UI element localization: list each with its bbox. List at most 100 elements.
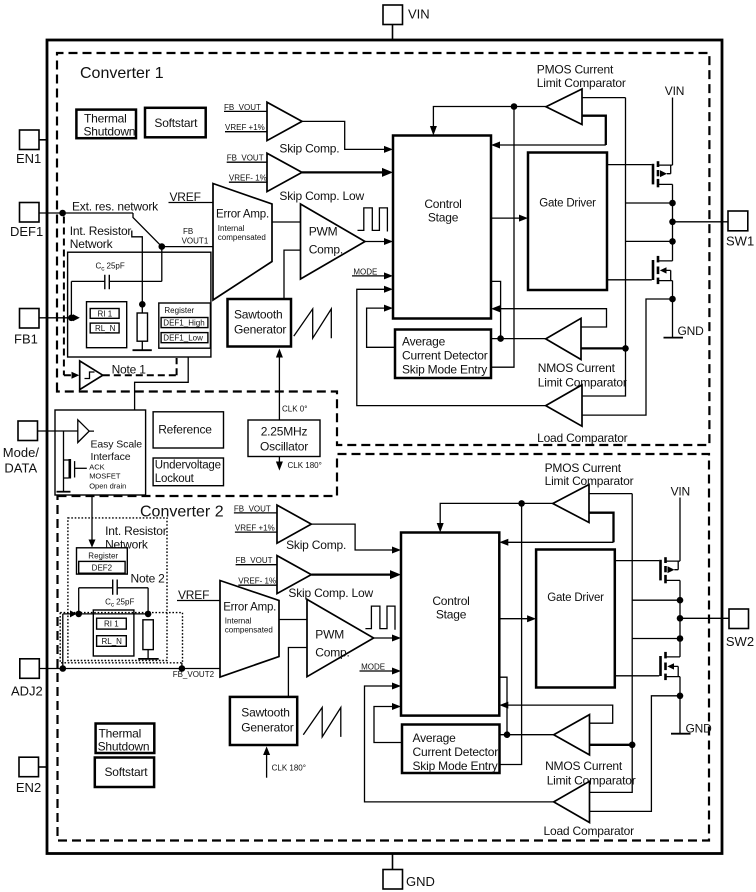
- svg-text:Reference: Reference: [158, 423, 212, 437]
- svg-text:VREF: VREF: [170, 190, 201, 204]
- svg-text:VREF- 1%: VREF- 1%: [229, 174, 267, 183]
- svg-text:Open drain: Open drain: [89, 482, 126, 491]
- svg-text:DEF1: DEF1: [10, 224, 43, 239]
- svg-text:Limit Comparator: Limit Comparator: [545, 474, 634, 488]
- svg-text:Gate Driver: Gate Driver: [539, 198, 596, 210]
- svg-text:Sawtooth: Sawtooth: [234, 307, 282, 321]
- svg-text:Limit Comparator: Limit Comparator: [538, 375, 627, 389]
- svg-text:Note 1: Note 1: [112, 363, 147, 377]
- svg-text:Sawtooth: Sawtooth: [241, 705, 289, 719]
- svg-text:Limit Comparator: Limit Comparator: [547, 773, 636, 787]
- svg-text:Control: Control: [432, 594, 469, 608]
- svg-text:Register: Register: [164, 306, 194, 315]
- svg-text:Skip Comp. Low: Skip Comp. Low: [288, 586, 373, 600]
- svg-text:PMOS Current: PMOS Current: [537, 63, 614, 77]
- svg-text:FB_VOUT: FB_VOUT: [236, 556, 273, 565]
- svg-text:Interface: Interface: [91, 451, 131, 463]
- svg-text:CLK 180°: CLK 180°: [288, 461, 322, 470]
- svg-text:Ext. res. network: Ext. res. network: [72, 200, 159, 214]
- svg-text:compensated: compensated: [218, 233, 266, 242]
- svg-text:Limit Comparator: Limit Comparator: [537, 76, 626, 90]
- svg-text:25pF: 25pF: [116, 597, 134, 606]
- svg-text:Softstart: Softstart: [154, 116, 198, 130]
- svg-text:DEF2: DEF2: [92, 564, 113, 573]
- svg-text:FB: FB: [183, 227, 193, 236]
- svg-text:Skip Comp.: Skip Comp.: [279, 142, 339, 156]
- svg-text:FB_VOUT2: FB_VOUT2: [173, 670, 215, 679]
- svg-text:GND: GND: [406, 874, 435, 889]
- svg-text:Stage: Stage: [436, 608, 467, 622]
- svg-text:ACK: ACK: [89, 462, 104, 471]
- svg-text:Lockout: Lockout: [155, 473, 195, 485]
- svg-text:EN2: EN2: [16, 780, 41, 795]
- svg-text:RI 1: RI 1: [98, 309, 113, 318]
- svg-text:RL_N: RL_N: [95, 324, 116, 333]
- svg-text:C: C: [105, 597, 111, 606]
- svg-text:2.25MHz: 2.25MHz: [261, 425, 308, 439]
- svg-text:Undervoltage: Undervoltage: [155, 460, 221, 472]
- svg-text:RI 1: RI 1: [104, 620, 119, 629]
- svg-text:FB_VOUT: FB_VOUT: [227, 154, 264, 163]
- svg-text:GND: GND: [686, 722, 713, 736]
- svg-text:GND: GND: [678, 324, 705, 338]
- svg-text:Control: Control: [424, 197, 461, 211]
- svg-text:Thermal: Thermal: [84, 112, 127, 126]
- svg-text:c: c: [101, 266, 105, 273]
- svg-text:FB_VOUT: FB_VOUT: [234, 504, 271, 513]
- svg-text:Skip Comp.: Skip Comp.: [286, 538, 346, 552]
- svg-text:DATA: DATA: [4, 460, 37, 475]
- svg-text:PWM: PWM: [309, 224, 338, 238]
- svg-text:Easy Scale: Easy Scale: [91, 439, 143, 451]
- svg-text:RL_N: RL_N: [102, 637, 123, 646]
- svg-text:Shutdown: Shutdown: [84, 124, 136, 138]
- svg-text:Int. Resistor: Int. Resistor: [70, 224, 132, 238]
- svg-text:CLK 180°: CLK 180°: [272, 764, 306, 773]
- svg-text:MODE: MODE: [353, 267, 377, 276]
- svg-text:Mode/: Mode/: [3, 445, 40, 460]
- svg-text:Average: Average: [413, 731, 457, 745]
- svg-text:Gate Driver: Gate Driver: [547, 592, 604, 604]
- svg-text:Converter 2: Converter 2: [140, 504, 224, 521]
- svg-text:MODE: MODE: [361, 663, 385, 672]
- svg-text:Comp.: Comp.: [309, 242, 343, 256]
- svg-text:Generator: Generator: [234, 322, 286, 336]
- svg-text:VREF +1%: VREF +1%: [225, 123, 265, 132]
- svg-text:SW2: SW2: [726, 634, 754, 649]
- svg-text:ADJ2: ADJ2: [11, 684, 43, 699]
- svg-text:MOSFET: MOSFET: [89, 472, 121, 481]
- svg-text:DEF1_High: DEF1_High: [163, 319, 204, 328]
- svg-text:Skip Comp. Low: Skip Comp. Low: [279, 189, 364, 203]
- svg-text:c: c: [111, 602, 115, 609]
- svg-text:Error Amp.: Error Amp.: [223, 602, 276, 614]
- svg-text:Average: Average: [402, 334, 446, 348]
- svg-text:Load Comparator: Load Comparator: [537, 431, 628, 445]
- svg-text:VIN: VIN: [408, 7, 430, 22]
- svg-text:PWM: PWM: [315, 628, 344, 642]
- svg-text:VREF: VREF: [178, 588, 209, 602]
- svg-text:FB1: FB1: [14, 332, 38, 347]
- svg-text:NMOS Current: NMOS Current: [538, 361, 616, 375]
- svg-text:Note 2: Note 2: [131, 571, 166, 585]
- svg-text:CLK 0°: CLK 0°: [282, 405, 307, 414]
- svg-text:Error Amp.: Error Amp.: [216, 209, 269, 221]
- svg-text:Shutdown: Shutdown: [98, 740, 150, 754]
- svg-text:Int. Resistor: Int. Resistor: [105, 524, 167, 538]
- svg-text:Network: Network: [70, 237, 114, 251]
- svg-text:Current Detector: Current Detector: [402, 348, 488, 362]
- svg-text:Internal: Internal: [225, 616, 252, 625]
- svg-text:VREF +1%: VREF +1%: [235, 523, 275, 532]
- svg-text:Current Detector: Current Detector: [413, 745, 499, 759]
- svg-text:compensated: compensated: [225, 625, 273, 634]
- svg-text:Load Comparator: Load Comparator: [544, 824, 635, 838]
- svg-text:Oscillator: Oscillator: [260, 440, 308, 454]
- svg-text:VIN: VIN: [665, 84, 684, 98]
- svg-text:Thermal: Thermal: [99, 727, 142, 741]
- svg-text:DEF1_Low: DEF1_Low: [163, 334, 203, 343]
- svg-text:Internal: Internal: [218, 224, 245, 233]
- svg-text:EN1: EN1: [16, 151, 41, 166]
- svg-text:VREF- 1%: VREF- 1%: [238, 577, 276, 586]
- svg-text:SW1: SW1: [726, 233, 754, 248]
- svg-text:Converter 1: Converter 1: [80, 65, 164, 82]
- svg-text:Generator: Generator: [241, 720, 293, 734]
- svg-text:Register: Register: [88, 551, 118, 560]
